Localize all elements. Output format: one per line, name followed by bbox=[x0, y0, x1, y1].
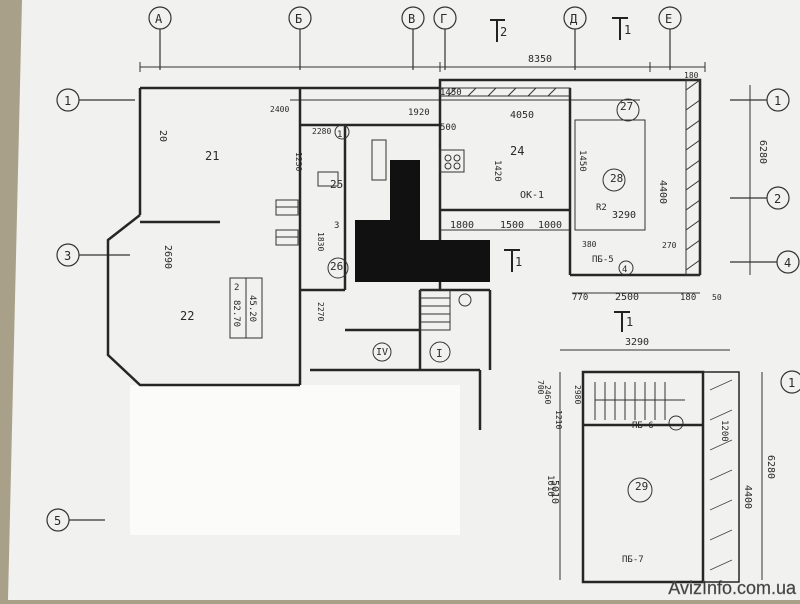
lower-block-walls bbox=[581, 370, 740, 584]
dimension-lines-top bbox=[139, 62, 706, 101]
room-29: 29 bbox=[635, 480, 648, 493]
section-mark-2-mid: 1 bbox=[515, 255, 522, 269]
label-marker-3: 3 bbox=[334, 221, 339, 231]
dim-lower-seg-1: 5010 bbox=[549, 480, 560, 504]
dim-small-1: 2280 bbox=[312, 127, 331, 136]
dim-mid-1: 1800 bbox=[450, 220, 474, 231]
room-25: 25 bbox=[330, 178, 343, 191]
room-27: 27 bbox=[620, 100, 633, 113]
dim-small-4: 180 bbox=[684, 71, 699, 80]
area-box bbox=[229, 277, 263, 339]
dim-right-bottom-1: 770 bbox=[572, 293, 588, 303]
section-mark-1-mid: 1 bbox=[626, 315, 633, 329]
axis-number-1-right: 1 bbox=[774, 94, 781, 108]
room-20: 20 bbox=[157, 130, 168, 142]
dim-lower-height: 6280 bbox=[765, 455, 776, 479]
axis-bubbles-right bbox=[730, 88, 800, 394]
dim-top-seg-4: 4050 bbox=[510, 110, 534, 121]
axis-number-3-left: 3 bbox=[64, 249, 71, 263]
window-marks bbox=[275, 119, 646, 246]
dim-small-5: 380 bbox=[582, 240, 597, 249]
room-26: 26 bbox=[330, 260, 343, 273]
dim-small-2: 1230 bbox=[294, 152, 303, 171]
axis-letter-b: Б bbox=[295, 12, 302, 26]
section-marks bbox=[490, 17, 630, 332]
axis-letter-a: А bbox=[155, 12, 163, 26]
dim-small-9: 270 bbox=[662, 241, 677, 250]
room-circles-small bbox=[334, 124, 451, 363]
section-mark-2-top: 2 bbox=[500, 25, 507, 39]
wall-hatching bbox=[439, 79, 701, 276]
axis-number-4-right: 4 bbox=[784, 256, 791, 270]
room-24: 24 bbox=[510, 144, 524, 158]
dim-top-seg-3: 500 bbox=[440, 123, 456, 133]
dimension-lines-mid bbox=[440, 85, 751, 294]
axis-letter-d: Д bbox=[570, 12, 578, 26]
room-22: 22 bbox=[180, 309, 194, 323]
room-circles bbox=[327, 98, 684, 503]
dim-right-height-mid: 4400 bbox=[657, 180, 668, 204]
lower-block-hatching bbox=[709, 379, 733, 571]
dim-lower-seg-2: 4400 bbox=[742, 485, 753, 509]
room-24-dimension: 1420 bbox=[492, 160, 502, 182]
label-roman-iv: IV bbox=[376, 347, 388, 358]
axis-letter-e: Е bbox=[665, 12, 672, 26]
redaction-block bbox=[355, 160, 490, 282]
label-pb-7: ПБ-7 bbox=[622, 555, 644, 565]
blank-patch bbox=[130, 385, 460, 535]
label-r2: R2 bbox=[596, 203, 607, 213]
label-room-4: 4 bbox=[622, 265, 627, 275]
label-roman-i: I bbox=[436, 347, 443, 360]
label-dim-2980: 2980 bbox=[573, 385, 582, 404]
dim-mid-3: 1000 bbox=[538, 220, 562, 231]
dim-right-bottom-3: 180 bbox=[680, 293, 696, 303]
dim-small-10: 700 bbox=[536, 380, 545, 395]
section-mark-1-top: 1 bbox=[624, 23, 631, 37]
lower-block-stairs bbox=[594, 382, 685, 420]
label-dim-1450: 1450 bbox=[577, 150, 587, 172]
axis-bubbles-left bbox=[46, 88, 135, 532]
axis-number-5-left: 5 bbox=[54, 514, 61, 528]
dim-overall-top: 8350 bbox=[528, 54, 552, 65]
label-pb-5: ПБ-5 bbox=[592, 255, 614, 265]
room-21: 21 bbox=[205, 149, 219, 163]
stair-central bbox=[419, 289, 472, 331]
label-dim-2460: 2460 bbox=[543, 385, 552, 404]
room-28: 28 bbox=[610, 172, 623, 185]
room-22-dimension: 2690 bbox=[162, 245, 173, 269]
label-marker-1: 1 bbox=[337, 130, 342, 140]
axis-letter-v: В bbox=[408, 12, 415, 26]
dim-small-8: 1830 bbox=[316, 232, 325, 251]
dim-top-seg-1: 1920 bbox=[408, 108, 430, 118]
dimension-lines-lower bbox=[559, 349, 763, 580]
kitchen-fixtures bbox=[317, 139, 465, 187]
dim-lower-seg-3: 1200 bbox=[719, 420, 729, 442]
axis-bubbles-top bbox=[148, 6, 682, 70]
label-ok-1: ОК-1 bbox=[520, 190, 544, 201]
dim-mid-2: 1500 bbox=[500, 220, 524, 231]
area-prefix: 2 bbox=[234, 283, 239, 293]
axis-number-2-right: 2 bbox=[774, 192, 781, 206]
area-value: 45.20 bbox=[247, 295, 257, 322]
axis-number-1-left: 1 bbox=[64, 94, 71, 108]
area-value-sub: 82.70 bbox=[231, 300, 241, 327]
label-dim-1010: 1010 bbox=[545, 475, 555, 497]
axis-number-1-right-lower: 1 bbox=[788, 376, 795, 390]
dim-small-6: 50 bbox=[712, 293, 722, 302]
dim-right-height-top: 6280 bbox=[757, 140, 768, 164]
dim-lower-width: 3290 bbox=[625, 337, 649, 348]
watermark: AvizInfo.com.ua bbox=[668, 578, 797, 598]
dim-right-block-width: 3290 bbox=[612, 210, 636, 221]
dim-right-bottom-2: 2500 bbox=[615, 292, 639, 303]
dim-small-7: 2270 bbox=[316, 302, 325, 321]
dim-small-3: 2400 bbox=[270, 105, 289, 114]
dim-small-11: 1210 bbox=[554, 410, 563, 429]
axis-letter-g: Г bbox=[440, 12, 447, 26]
